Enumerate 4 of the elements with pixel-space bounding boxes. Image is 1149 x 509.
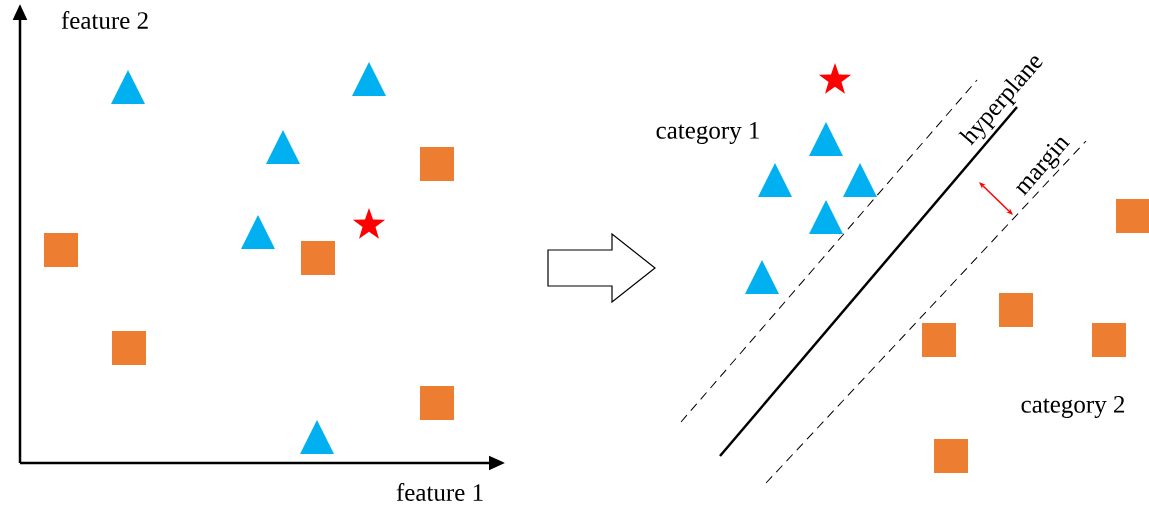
category-label: category 2: [1021, 396, 1125, 418]
category-label: category 1: [656, 122, 759, 144]
axis-label: feature 1: [396, 483, 483, 501]
axis-label: feature 2: [61, 11, 148, 29]
